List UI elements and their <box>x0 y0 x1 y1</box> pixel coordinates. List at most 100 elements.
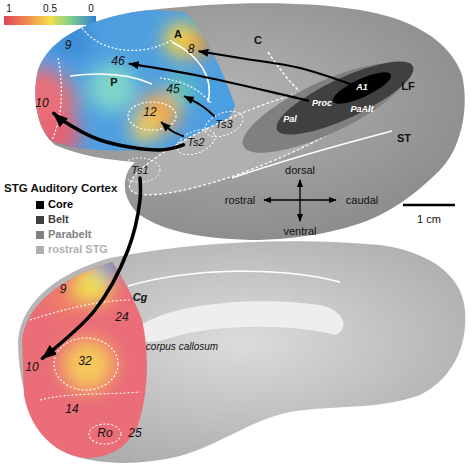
projection-arrow <box>130 64 308 101</box>
legend-text: Parabelt <box>48 228 91 240</box>
prefrontal-heatmap <box>0 0 250 160</box>
area-number: 9 <box>58 283 69 296</box>
node-text: 24 <box>115 311 128 324</box>
projection-arrow <box>185 96 214 116</box>
node-text: Ts2 <box>187 136 204 148</box>
node-text: Ts1 <box>131 164 148 176</box>
legend-swatch <box>36 201 44 209</box>
area-border <box>52 58 61 140</box>
heat-blob <box>40 115 80 155</box>
node-text: 10 <box>25 361 38 374</box>
area-border <box>160 78 212 104</box>
area-number: 24 <box>113 311 130 324</box>
area-number: 46 <box>109 55 126 68</box>
core-region <box>329 66 395 109</box>
area-number: 9 <box>63 39 74 52</box>
compass-arrow <box>299 180 300 221</box>
projection-arrow <box>54 113 184 150</box>
heat-blob <box>46 14 94 62</box>
node-text: 10 <box>35 97 48 110</box>
node-text: Proc <box>312 99 332 109</box>
ts-region <box>173 124 218 159</box>
projection-arrow <box>162 123 184 137</box>
node-text: Ts3 <box>215 118 232 130</box>
node-text: 12 <box>143 106 156 119</box>
legend-text: Core <box>48 198 73 210</box>
area-border <box>128 102 176 130</box>
area-border <box>89 424 121 444</box>
auditory-field: A1 <box>354 83 370 93</box>
area-number: Ro <box>95 427 114 440</box>
legend-swatch <box>36 216 44 224</box>
auditory-field: Pal <box>281 115 299 125</box>
area-number: 45 <box>164 83 181 96</box>
auditory-field: PaAlt <box>348 105 375 115</box>
node-text: Ro <box>97 427 112 440</box>
cingulate-sulcus <box>128 271 340 286</box>
legend-title: STG Auditory Cortex <box>4 182 117 195</box>
area-number: 25 <box>126 427 143 440</box>
heat-blob <box>201 81 229 109</box>
node-text: 9 <box>65 39 72 52</box>
node-text: 32 <box>78 355 91 368</box>
node-text: 9 <box>60 283 67 296</box>
sulcus-label: P <box>110 76 117 88</box>
sulcus-label: A <box>174 28 182 40</box>
node-text: 25 <box>128 427 141 440</box>
compass-label: rostral <box>225 194 256 206</box>
medial-heatmap <box>10 250 160 470</box>
sulcus-label: LF <box>401 80 414 92</box>
central-sulcus <box>268 52 300 92</box>
heat-blob <box>62 339 114 391</box>
node-text: 14 <box>65 403 78 416</box>
scale-value: 0 <box>88 3 94 14</box>
legend-text: rostral STG <box>48 243 108 255</box>
legend-entry: rostral STG <box>36 243 108 255</box>
compass-label: ventral <box>283 225 316 237</box>
area-number: 10 <box>23 361 40 374</box>
scale-label: 1 cm <box>417 213 441 225</box>
heat-blobs <box>0 14 229 155</box>
scale-value: 0.5 <box>43 3 57 14</box>
area-number: 32 <box>76 355 93 368</box>
temporal-field: Ts1 <box>129 164 150 176</box>
color-scale-bar <box>4 16 96 25</box>
node-text: 46 <box>111 55 124 68</box>
corpus-callosum <box>134 301 343 342</box>
area-border <box>40 392 140 400</box>
legend-entry: Parabelt <box>36 228 91 240</box>
area-number: 8 <box>186 43 197 56</box>
auditory-field: Proc <box>310 99 334 109</box>
belt-region <box>269 48 422 148</box>
area-number: 10 <box>33 97 50 110</box>
node-text: PaAlt <box>350 105 373 115</box>
projection-arrow <box>42 178 140 358</box>
temporal-field: Ts3 <box>213 118 234 130</box>
node-text: 45 <box>166 83 179 96</box>
sulcus-label: C <box>254 34 262 46</box>
area-number: 14 <box>63 403 80 416</box>
area-border <box>54 338 118 390</box>
structure-label: corpus callosum <box>146 341 218 352</box>
node-text: Pal <box>283 115 297 125</box>
scale-bar <box>403 204 455 207</box>
legend-entry: Belt <box>36 213 69 225</box>
legend-swatch <box>36 231 44 239</box>
heat-blob <box>88 64 136 112</box>
node-text: A1 <box>356 83 368 93</box>
area-border <box>30 300 130 320</box>
heat-base <box>10 250 160 470</box>
area-number: 12 <box>141 106 158 119</box>
compass-label: dorsal <box>285 164 315 176</box>
compass-label: caudal <box>346 194 378 206</box>
sulcus-label: ST <box>397 132 411 144</box>
sulcus-label: Cg <box>133 291 148 303</box>
legend-entry: Core <box>36 198 73 210</box>
temporal-field: Ts2 <box>185 136 206 148</box>
legend-text: Belt <box>48 213 69 225</box>
scale-value: 1 <box>6 3 12 14</box>
legend-swatch <box>36 246 44 254</box>
node-text: 8 <box>188 43 195 56</box>
area-border <box>82 28 172 50</box>
